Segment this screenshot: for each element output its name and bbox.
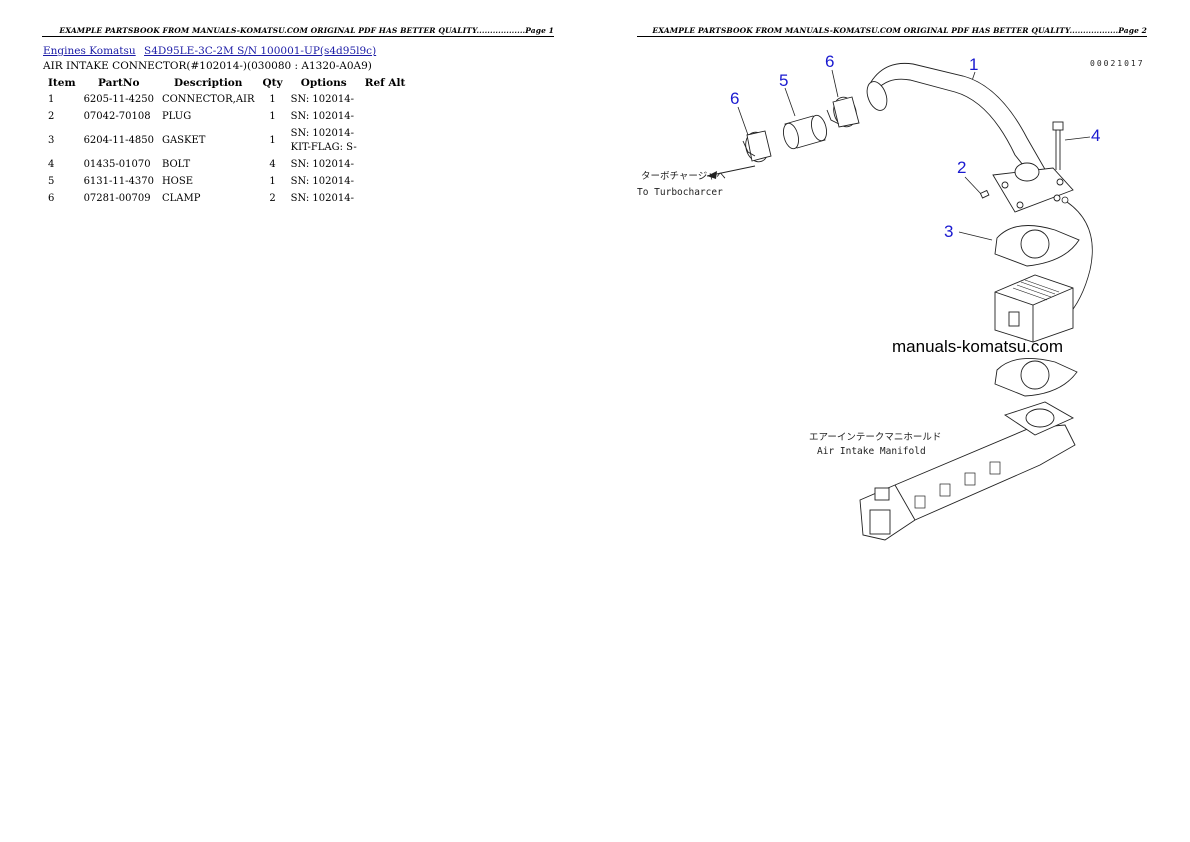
cell-partno: 07281-00709: [83, 193, 151, 204]
turbo-arrow-head-icon: [707, 171, 717, 179]
option-line: SN: 102014-: [290, 128, 354, 139]
breadcrumb-model[interactable]: S4D95LE-3C-2M S/N 100001-UP(s4d95l9c): [144, 45, 377, 57]
cell-ref-alt: [361, 109, 410, 126]
cell-ref-alt: [361, 174, 410, 191]
cell-partno: 6131-11-4370: [83, 176, 154, 187]
callout-1: 1: [969, 55, 978, 74]
cell-ref-alt: [361, 191, 410, 208]
callout-4: 4: [1091, 126, 1100, 145]
page-1: EXAMPLE PARTSBOOK FROM MANUALS-KOMATSU.C…: [42, 26, 554, 208]
cell-description: BOLT: [161, 159, 191, 170]
parts-table: Item PartNo Description Qty Options Ref …: [44, 76, 409, 208]
cell-description: CONNECTOR,AIR: [161, 94, 255, 105]
cell-options: SN: 102014-: [287, 191, 361, 208]
manifold-label-jp: エアーインテークマニホールド: [809, 432, 941, 443]
turbo-label-en: To Turbocharcer: [637, 187, 723, 198]
cell-qty: 1: [269, 135, 276, 146]
cell-options: SN: 102014-: [287, 157, 361, 174]
breadcrumb: Engines Komatsu S4D95LE-3C-2M S/N 100001…: [43, 45, 381, 57]
bolt-part: [1052, 121, 1064, 170]
heater-block: [994, 274, 1074, 343]
callout-2: 2: [957, 158, 966, 177]
cell-qty: 4: [269, 159, 276, 170]
cell-options: SN: 102014-: [287, 92, 361, 109]
table-row: 2 07042-70108 PLUG 1 SN: 102014-: [44, 109, 409, 126]
table-row: 1 6205-11-4250 CONNECTOR,AIR 1 SN: 10201…: [44, 92, 409, 109]
cell-item: 3: [48, 135, 55, 146]
exploded-parts-diagram: 00021017 1 2 3 4 5 6 6: [637, 52, 1145, 541]
cell-description: GASKET: [161, 135, 206, 146]
option-line: KIT-FLAG: S-: [290, 142, 357, 153]
callout-6-left: 6: [730, 89, 739, 108]
manifold-label-en: Air Intake Manifold: [817, 446, 926, 457]
callout-6-top: 6: [825, 52, 834, 71]
cell-partno: 6204-11-4850: [83, 135, 154, 146]
cell-partno: 01435-01070: [83, 159, 151, 170]
callout-3: 3: [944, 222, 953, 241]
col-description: Description: [174, 77, 243, 89]
page-1-header: EXAMPLE PARTSBOOK FROM MANUALS-KOMATSU.C…: [42, 26, 554, 37]
col-partno: PartNo: [98, 77, 140, 89]
cell-options: SN: 102014- KIT-FLAG: S-: [287, 126, 361, 157]
cell-qty: 1: [269, 176, 276, 187]
cell-partno: 6205-11-4250: [83, 94, 154, 105]
table-row: 6 07281-00709 CLAMP 2 SN: 102014-: [44, 191, 409, 208]
cell-qty: 1: [269, 111, 276, 122]
cell-description: PLUG: [161, 111, 192, 122]
air-intake-manifold: [859, 401, 1076, 541]
clamp-top: [826, 96, 860, 128]
table-row: 3 6204-11-4850 GASKET 1 SN: 102014- KIT-…: [44, 126, 409, 157]
col-item: Item: [48, 77, 76, 89]
col-options: Options: [300, 77, 347, 89]
cell-item: 5: [48, 176, 55, 187]
col-qty: Qty: [262, 77, 283, 89]
breadcrumb-engines-komatsu[interactable]: Engines Komatsu: [43, 45, 136, 57]
gasket-upper: [994, 225, 1080, 267]
diagram-code: 00021017: [1090, 59, 1145, 68]
cell-description: CLAMP: [161, 193, 201, 204]
cell-ref-alt: [361, 92, 410, 109]
parts-table-header: Item PartNo Description Qty Options Ref …: [44, 76, 409, 92]
option-line: SN: 102014-: [290, 111, 354, 122]
cell-item: 6: [48, 193, 55, 204]
option-line: SN: 102014-: [290, 159, 354, 170]
cell-partno: 07042-70108: [83, 111, 151, 122]
cell-ref-alt: [361, 126, 410, 157]
cell-options: SN: 102014-: [287, 109, 361, 126]
cell-item: 1: [48, 94, 55, 105]
hose-part: [782, 114, 828, 150]
gasket-lower: [994, 357, 1078, 397]
cell-qty: 2: [269, 193, 276, 204]
table-row: 4 01435-01070 BOLT 4 SN: 102014-: [44, 157, 409, 174]
cell-options: SN: 102014-: [287, 174, 361, 191]
cell-description: HOSE: [161, 176, 194, 187]
option-line: SN: 102014-: [290, 176, 354, 187]
cell-qty: 1: [269, 94, 276, 105]
page-2: EXAMPLE PARTSBOOK FROM MANUALS-KOMATSU.C…: [595, 0, 1190, 842]
col-ref-alt: Ref Alt: [364, 77, 406, 89]
option-line: SN: 102014-: [290, 193, 354, 204]
table-row: 5 6131-11-4370 HOSE 1 SN: 102014-: [44, 174, 409, 191]
page-title: AIR INTAKE CONNECTOR(#102014-)(030080 : …: [43, 60, 372, 72]
clamp-left: [742, 130, 772, 163]
callout-5: 5: [779, 71, 788, 90]
cell-item: 4: [48, 159, 55, 170]
cell-ref-alt: [361, 157, 410, 174]
turbo-label-jp: ターボチャージャヘ: [641, 171, 726, 182]
air-connector-tube: [866, 62, 1074, 213]
plug-part: [979, 189, 990, 199]
option-line: SN: 102014-: [290, 94, 354, 105]
cell-item: 2: [48, 111, 55, 122]
sensor-connector: [1061, 196, 1069, 204]
watermark: manuals-komatsu.com: [892, 337, 1063, 356]
page-2-header: EXAMPLE PARTSBOOK FROM MANUALS-KOMATSU.C…: [637, 26, 1147, 37]
